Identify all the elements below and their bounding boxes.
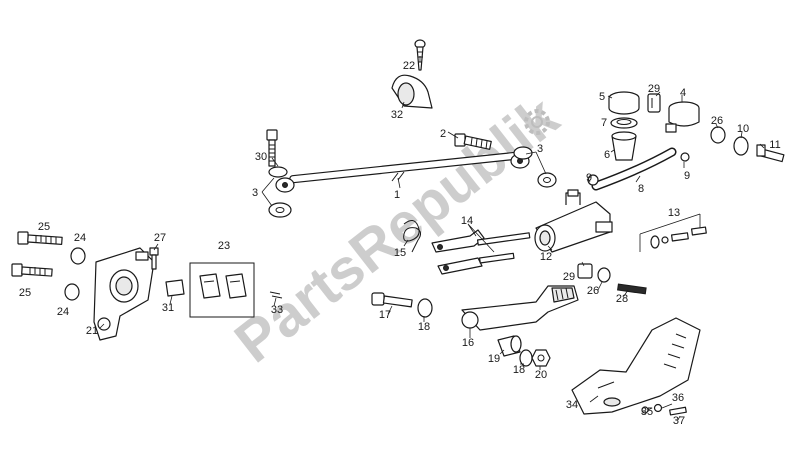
callout-37: 37 (673, 415, 685, 427)
callout-9-left: 9 (586, 172, 592, 184)
washer-3-lower (268, 202, 292, 218)
caliper-21 (93, 247, 155, 341)
callout-30: 30 (255, 151, 267, 163)
reservoir-4 (665, 101, 700, 133)
leader-lines (99, 56, 765, 421)
pads-box-23 (189, 262, 255, 318)
callout-24-bottom: 24 (57, 306, 69, 318)
washer-10 (733, 136, 749, 156)
callout-17: 17 (379, 309, 391, 321)
callout-33: 33 (271, 304, 283, 316)
diaphragm-7 (610, 117, 638, 129)
callout-24-top: 24 (74, 232, 86, 244)
clip-9-right (680, 152, 690, 162)
callout-14: 14 (461, 215, 473, 227)
bolt-17 (371, 292, 413, 308)
bleeder-27 (149, 247, 159, 270)
pin-33 (269, 291, 283, 299)
callout-13: 13 (668, 207, 680, 219)
pushrod-13 (639, 213, 707, 252)
callout-19: 19 (488, 353, 500, 365)
clamp-32 (391, 74, 433, 109)
linkage-14 (431, 229, 531, 275)
callout-7: 7 (601, 117, 607, 129)
callout-11: 11 (769, 139, 780, 151)
callout-labels: 1 2 3 3 4 5 6 7 8 9 9 10 11 12 13 14 15 … (19, 60, 781, 427)
clip-29-bottom (577, 263, 593, 279)
brake-pedal-16 (461, 285, 579, 331)
clip-9-left (587, 174, 599, 186)
washer-3-right-b (537, 172, 557, 188)
callout-27: 27 (154, 232, 166, 244)
washer-24-bottom (64, 283, 80, 301)
callout-25-bottom: 25 (19, 287, 31, 299)
callout-29-top: 29 (648, 83, 660, 95)
callout-9-right: 9 (684, 170, 690, 182)
watermark: PartsRepublik (223, 83, 571, 375)
guard-34 (571, 317, 701, 415)
callout-21: 21 (86, 325, 98, 337)
callout-18-bottom: 18 (513, 364, 525, 376)
callout-29-bottom: 29 (563, 271, 575, 283)
reservoir-6 (611, 131, 637, 161)
callout-5: 5 (599, 91, 605, 103)
callout-32: 32 (391, 109, 403, 121)
callout-22: 22 (403, 60, 415, 72)
callout-6: 6 (604, 149, 610, 161)
callout-26-top: 26 (711, 115, 723, 127)
callout-4: 4 (680, 87, 686, 99)
washer-26-bottom (597, 267, 611, 283)
callout-10: 10 (737, 123, 749, 135)
clip-29-top (647, 93, 661, 113)
spring-15 (403, 220, 422, 253)
callout-18-top: 18 (418, 321, 430, 333)
screw-22 (414, 39, 426, 71)
callout-15: 15 (394, 247, 406, 259)
bolt-2 (454, 133, 492, 150)
callout-35: 35 (641, 406, 653, 418)
washer-36 (653, 403, 663, 413)
washer-3-upper (268, 166, 288, 178)
callout-36: 36 (672, 392, 684, 404)
callout-28: 28 (616, 293, 628, 305)
gear-icon (524, 109, 550, 135)
callout-25-top: 25 (38, 221, 50, 233)
master-cylinder-12 (534, 189, 613, 253)
washer-26-top (710, 126, 726, 144)
callout-8: 8 (638, 183, 644, 195)
spring-31 (165, 279, 185, 297)
callout-12: 12 (540, 251, 552, 263)
callout-16: 16 (462, 337, 474, 349)
bolt-28 (617, 283, 647, 295)
washer-24-top (70, 247, 86, 265)
washer-18-top (417, 298, 433, 318)
callout-20: 20 (535, 369, 547, 381)
callout-1: 1 (394, 189, 400, 201)
callout-31: 31 (162, 302, 174, 314)
bolt-25-bottom (11, 263, 53, 277)
cap-5 (608, 91, 640, 115)
bolt-25-top (17, 231, 63, 245)
callout-23: 23 (218, 240, 230, 252)
callout-26-bottom: 26 (587, 285, 599, 297)
nut-20 (531, 349, 551, 367)
callout-2: 2 (440, 128, 446, 140)
callout-34: 34 (566, 399, 578, 411)
callout-3-right: 3 (537, 143, 543, 155)
screw-37 (669, 406, 687, 416)
watermark-text: PartsRepublik (223, 83, 571, 375)
bolt-30 (266, 129, 278, 167)
callout-3-left: 3 (252, 187, 258, 199)
